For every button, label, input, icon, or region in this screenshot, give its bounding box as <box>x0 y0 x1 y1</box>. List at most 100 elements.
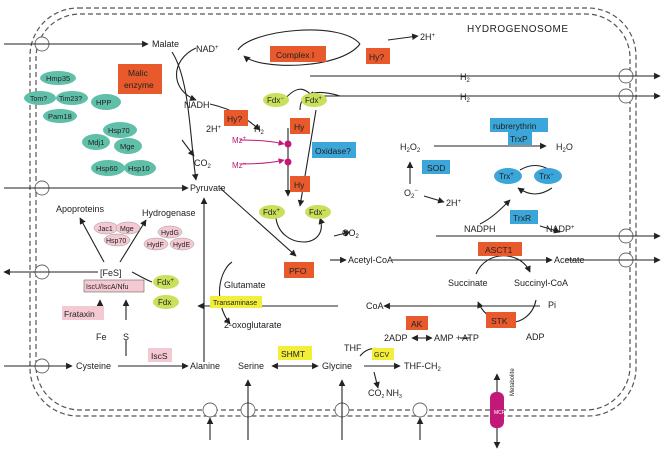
iscs-label: IscS <box>151 351 168 361</box>
ferredoxin-carriers: Fdx− Fdx+ Fdx+ Fdx− Fdx+ Fdx <box>153 93 331 309</box>
hy-q1-label: Hy? <box>369 52 384 62</box>
succinate-label: Succinate <box>448 278 488 288</box>
hmp35-label: Hmp35 <box>46 74 70 83</box>
pfo-box <box>284 262 314 278</box>
isc-machinery-box <box>83 279 145 293</box>
pfo-label: PFO <box>289 266 307 276</box>
tom-label: Tom? <box>30 96 47 103</box>
oxidase-label: Oxidase? <box>315 146 351 156</box>
frataxin-label: Frataxin <box>64 309 95 319</box>
hy-2-box <box>290 176 310 192</box>
ak-label: AK <box>411 319 423 329</box>
hsp60-label: Hsp60 <box>96 164 118 173</box>
glycine-label: Glycine <box>322 361 352 371</box>
amp-label: AMP + <box>434 333 461 343</box>
hyde-label: HydE <box>173 242 190 249</box>
mz-minus-label: Mz− <box>232 161 247 170</box>
trxp-box <box>508 132 532 145</box>
thioredoxin-carriers: Trx+ Trx− <box>494 168 562 184</box>
complex-i-box <box>270 46 326 62</box>
hpp-label: HPP <box>96 98 111 107</box>
hydrogenosome-membrane <box>29 7 637 417</box>
fes-hsp70-label: Hsp70 <box>106 238 126 245</box>
oxoglutarate-label: 2-oxoglutarate <box>224 320 282 330</box>
o2-minus-label: O2− <box>404 188 418 200</box>
hy-q2-box <box>224 110 248 126</box>
fdx-top-plus: Fdx+ <box>305 96 322 105</box>
malate-label: Malate <box>152 39 179 49</box>
h2-hy-label: H2 <box>254 124 265 136</box>
oxidase-box <box>312 142 356 158</box>
nad-label: NAD+ <box>196 44 219 54</box>
alanine-label: Alanine <box>190 361 220 371</box>
nadph-label: NADPH <box>464 224 496 234</box>
hsp10-label: Hsp10 <box>128 164 150 173</box>
metronidazole-pathway <box>239 139 292 166</box>
transaminase-label: Transaminase <box>213 300 257 307</box>
fe-label: Fe <box>96 332 107 342</box>
asct1-box <box>478 242 522 256</box>
acetyl-coa-label: Acetyl-CoA <box>348 255 393 265</box>
mcf-transporter: MCF Metabolite <box>490 368 516 428</box>
acetate-label: Acetate <box>554 255 585 265</box>
rubrerythrin-box <box>490 118 548 132</box>
transporter-alanine <box>202 402 218 418</box>
two-h-top-label: 2H+ <box>420 32 436 42</box>
h2o-label: H2O <box>556 142 573 154</box>
fdx-low-plus: Fdx+ <box>157 278 174 287</box>
trx-minus: Trx− <box>539 172 554 181</box>
pam18-label: Pam18 <box>48 112 72 121</box>
s-label: S <box>123 332 129 342</box>
two-h-o2-label: 2H+ <box>446 198 462 208</box>
pathway-arrows <box>3 29 661 449</box>
fes-assembly-proteins: Jac1 Mge Hsp70 HydG HydF HydE <box>93 221 195 251</box>
malic-enzyme-label-1: Malic <box>128 68 149 78</box>
nadp-label: NADP+ <box>546 224 575 234</box>
iscs-box <box>148 348 172 362</box>
mz-plus-label: Mz+ <box>232 136 247 145</box>
mdj1-label: Mdj1 <box>88 138 104 147</box>
serine-label: Serine <box>238 361 264 371</box>
co2-gcv-label: CO2 <box>368 388 385 400</box>
two-adp-label: 2ADP <box>384 333 408 343</box>
hsp70-label: Hsp70 <box>108 126 130 135</box>
isc-machinery-label: IscU/IscA/Nfu <box>86 284 129 291</box>
nadh-label: NADH <box>184 100 210 110</box>
thf-ch2-label: THF-CH2 <box>404 361 442 373</box>
pink-boxes: IscS Frataxin IscU/IscA/Nfu <box>62 279 172 362</box>
shmt-box <box>278 346 312 360</box>
atp-label: ATP <box>462 333 479 343</box>
glutamate-label: Glutamate <box>224 280 266 290</box>
trxp-label: TrxP <box>510 134 528 144</box>
fdx-top-minus: Fdx− <box>267 96 284 105</box>
rubrerythrin-label: rubrerythrin <box>493 121 537 131</box>
coa-label: CoA <box>366 301 384 311</box>
hy-1-box <box>290 118 310 134</box>
adp-label: ADP <box>526 332 545 342</box>
hydrogenase-label: Hydrogenase <box>142 208 196 218</box>
mcf-label: MCF <box>494 410 505 416</box>
fes-label: [FeS] <box>100 268 122 278</box>
organelle-title: HYDROGENOSOME <box>467 24 569 35</box>
hy-q2-label: Hy? <box>227 114 242 124</box>
co2-pfo-label: CO2 <box>342 228 360 240</box>
complex-i-label: Complex I <box>276 50 314 60</box>
stk-box <box>486 312 516 328</box>
cysteine-label: Cysteine <box>76 361 111 371</box>
gcv-label: GCV <box>374 352 390 359</box>
pi-label: Pi <box>548 300 556 310</box>
hy-q1-box <box>366 48 390 64</box>
hy-1-label: Hy <box>294 122 305 132</box>
transaminase-box <box>210 296 262 308</box>
apoproteins-label: Apoproteins <box>56 204 105 214</box>
transporter-thf <box>412 402 428 418</box>
h2-top-label: H2 <box>460 72 471 84</box>
asct1-label: ASCT1 <box>485 245 513 255</box>
sod-label: SOD <box>427 163 445 173</box>
ak-box <box>406 316 428 330</box>
co2-malic-label: CO2 <box>194 158 212 170</box>
malic-enzyme-label-2: enzyme <box>124 80 154 90</box>
shmt-label: SHMT <box>281 349 305 359</box>
gcv-box <box>372 348 394 360</box>
metabolite-transport-label: Metabolite <box>510 368 516 396</box>
